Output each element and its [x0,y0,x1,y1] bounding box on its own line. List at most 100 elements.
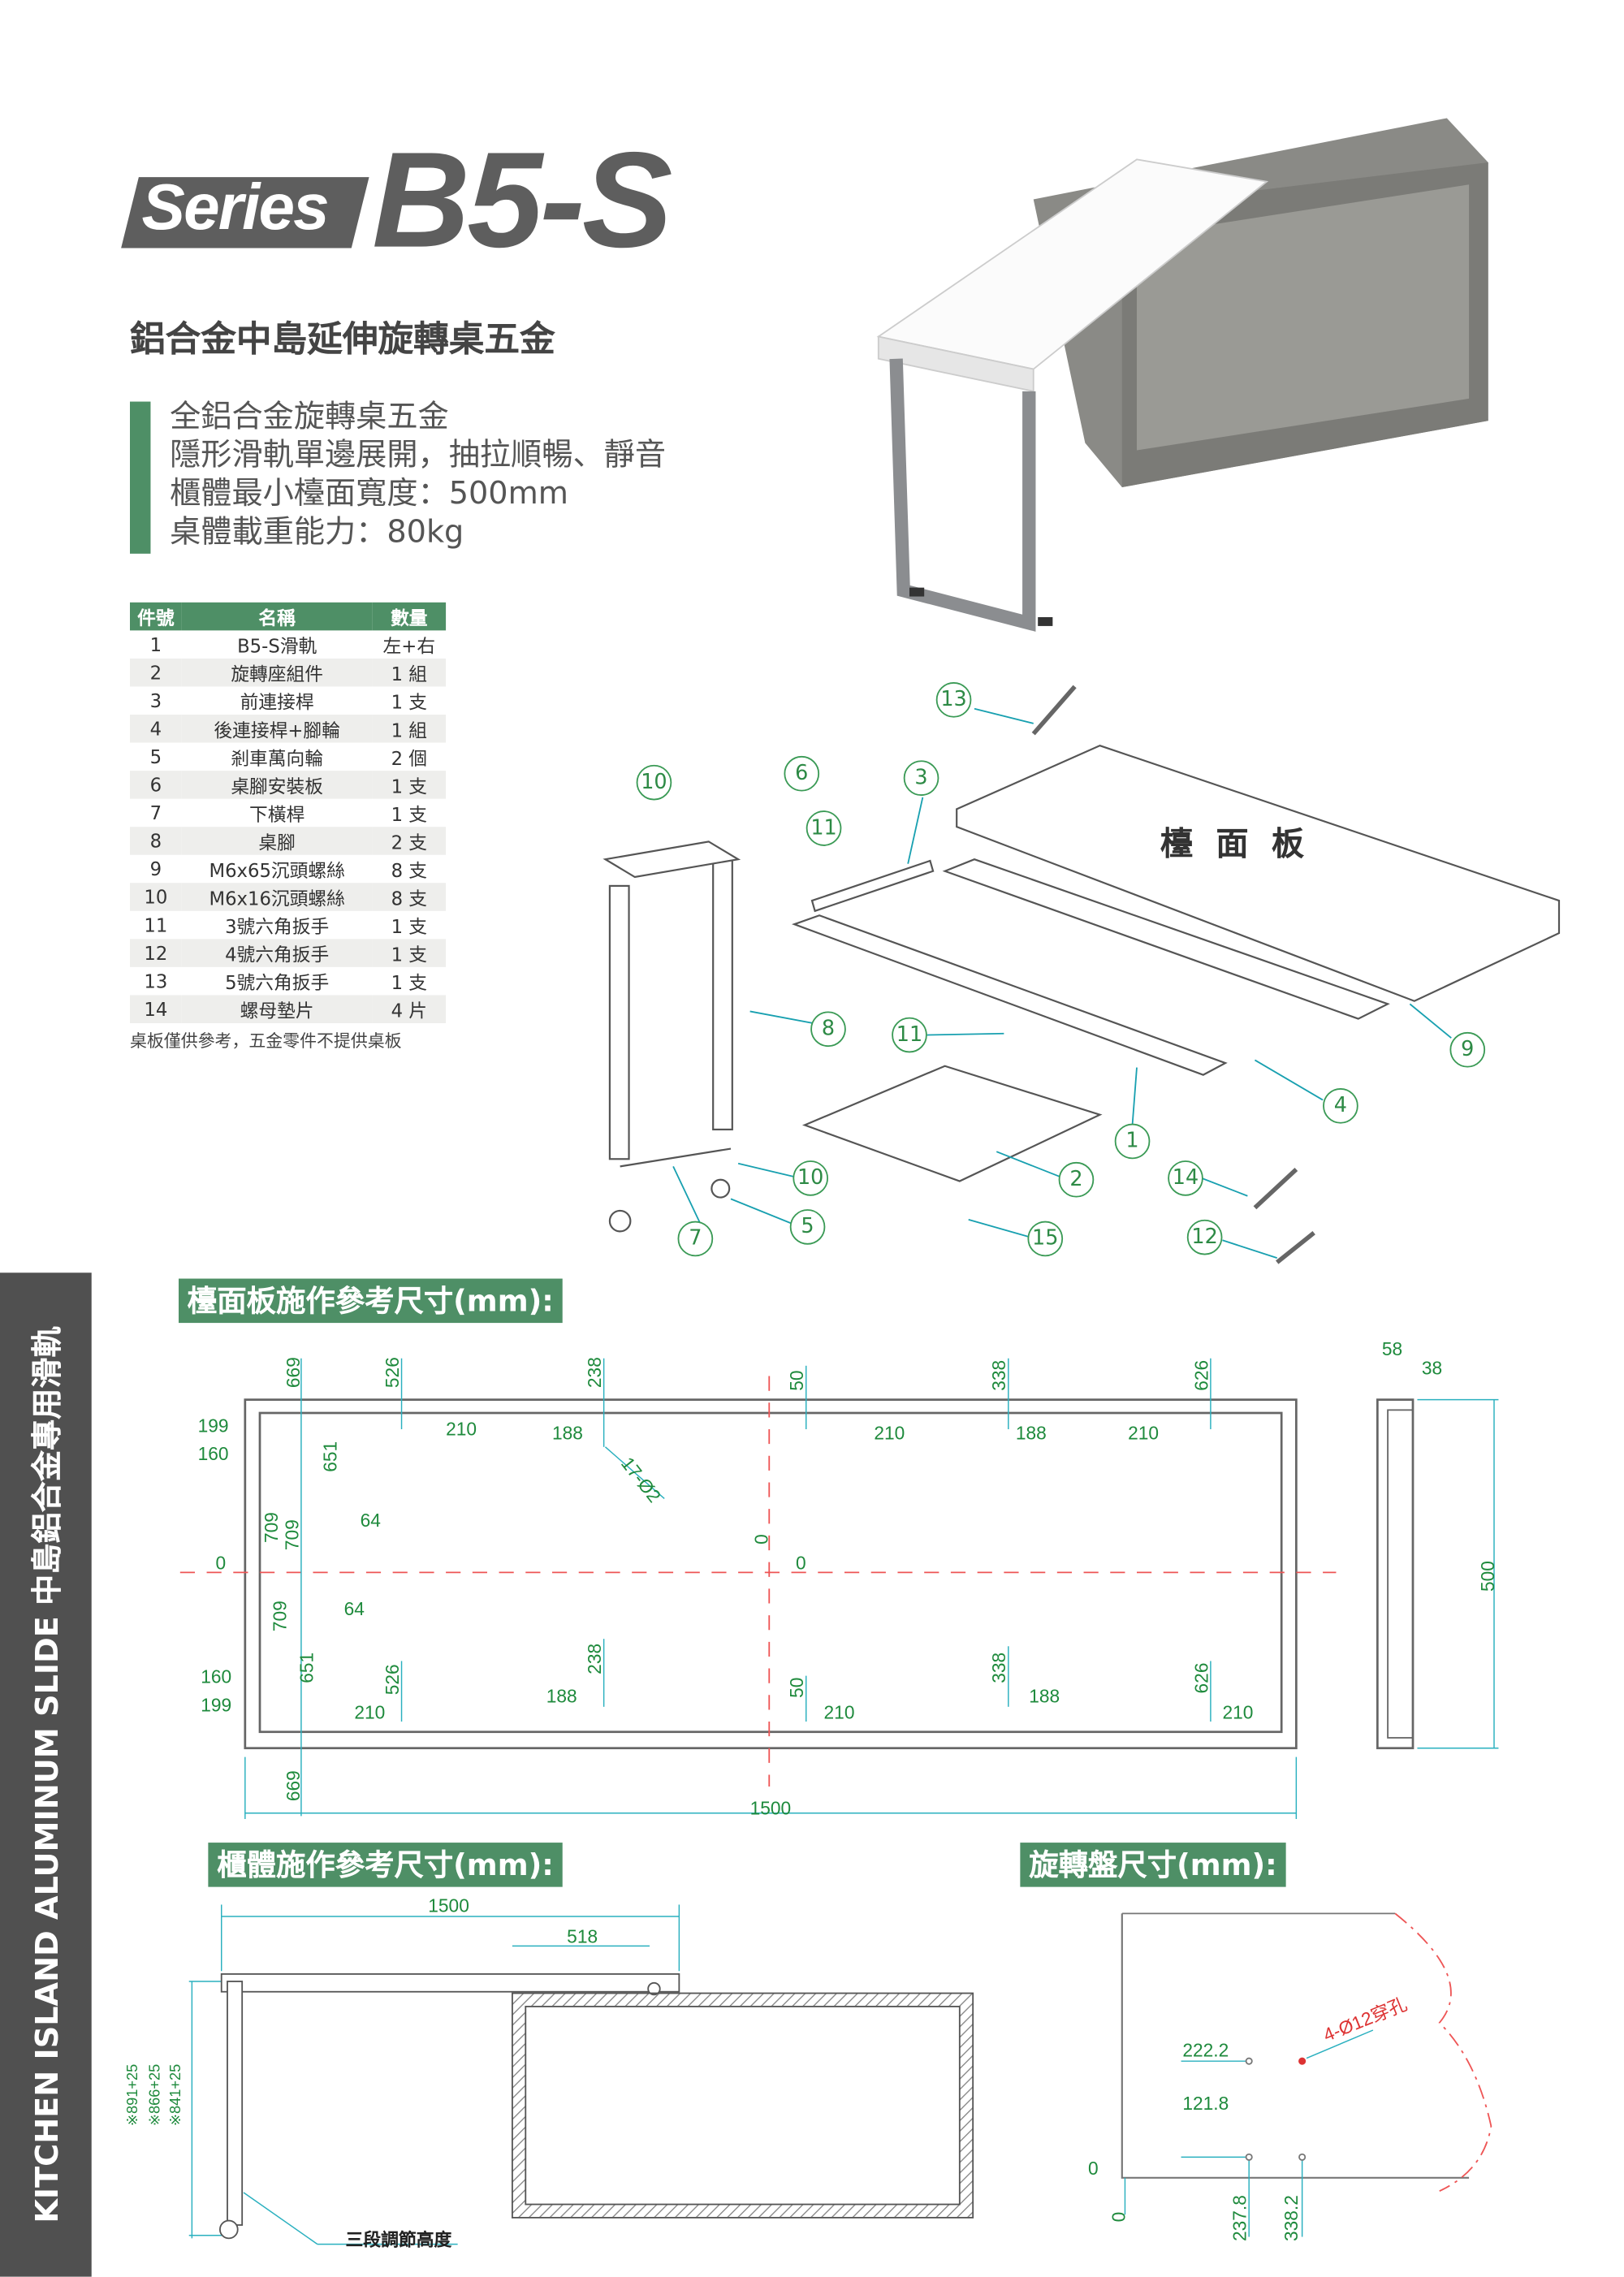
col-header: 件號 [129,602,182,631]
dim-label: 0 [795,1553,806,1575]
part-name: 5號六角扳手 [225,971,330,994]
part-qty: 1 組 [372,658,447,687]
part-callout: 11 [892,1017,927,1053]
part-qty: 8 支 [391,859,428,882]
feature-line: 櫃體最小檯面寬度：500mm [170,475,568,512]
part-name: 3號六角扳手 [225,915,330,938]
dim-label: 222.2 [1182,2040,1229,2062]
part-qty: 8 支 [372,883,447,911]
part-callout: 9 [1449,1031,1486,1068]
part-qty: 1 支 [372,771,447,799]
model-title: B5-S [372,125,672,276]
part-callout: 8 [810,1011,846,1048]
dim-label: 210 [1128,1423,1160,1445]
part-name: 前連接桿 [240,690,314,714]
feature-accent-bar [129,401,151,554]
parts-note: 桌板僅供參考，五金零件不提供桌板 [129,1030,402,1052]
dim-label: 188 [546,1686,577,1707]
tabletop-section-title: 檯面板施作參考尺寸(mm): [178,1278,563,1324]
dim-label: 64 [343,1599,365,1620]
part-number: 3 [149,689,162,712]
dim-label: 518 [567,1926,598,1948]
part-callout: 7 [677,1221,714,1257]
part-name: 桌腳 [181,827,373,855]
dim-label: 210 [446,1419,477,1440]
part-qty: 2 個 [391,746,428,770]
part-callout: 1 [1114,1123,1151,1160]
part-qty: 1 支 [372,939,447,967]
dim-label: 1500 [749,1798,792,1819]
dim-label: 199 [201,1695,232,1716]
part-name: 下橫桿 [249,803,305,826]
dim-label: 121.8 [1182,2093,1229,2115]
part-name: 後連接桿+腳輪 [181,714,373,743]
table-row: 7 下橫桿 1 支 [130,799,446,827]
table-row: 5 剎車萬向輪 2 個 [130,743,446,771]
dim-label: 188 [551,1423,583,1445]
part-callout: 10 [793,1160,828,1196]
part-name: 桌腳安裝板 [181,771,373,799]
part-callout: 15 [1027,1221,1064,1257]
dim-label: 64 [360,1510,381,1532]
part-number: 2 [129,658,182,687]
part-number: 9 [149,858,162,880]
dim-label: 0 [1108,2211,1129,2223]
part-qty: 1 支 [391,803,428,826]
dim-label: 210 [823,1702,855,1723]
part-number: 8 [129,827,182,855]
dim-label: 338.2 [1281,2195,1302,2241]
dim-label: 58 [1381,1339,1403,1360]
part-qty: 2 支 [372,827,447,855]
part-callout: 13 [935,681,972,718]
part-number: 1 [149,633,162,656]
dim-label: 199 [197,1415,229,1437]
dim-label: 188 [1029,1686,1060,1707]
part-qty: 1 組 [372,714,447,743]
feature-line: 隱形滑軌單邊展開，抽拉順暢、靜音 [170,437,666,473]
dim-label: 210 [874,1423,905,1445]
dim-label: 210 [354,1702,386,1723]
part-callout: 14 [1168,1160,1203,1196]
dim-label: 0 [215,1553,227,1575]
dim-label: 160 [197,1444,229,1465]
table-row: 9 M6x65沉頭螺絲 8 支 [130,855,446,884]
part-name: B5-S滑軌 [237,634,317,658]
table-row: 11 3號六角扳手 1 支 [130,911,446,940]
dim-label: 237.8 [1229,2195,1250,2241]
part-number: 4 [129,714,182,743]
part-callout: 12 [1186,1219,1223,1255]
part-qty: 1 支 [391,971,428,994]
part-number: 11 [144,914,168,936]
part-number: 7 [149,801,162,824]
part-callout: 4 [1323,1087,1358,1124]
part-name: M6x65沉頭螺絲 [209,859,345,882]
rotary-section-title: 旋轉盤尺寸(mm): [1020,1843,1286,1887]
part-name: 旋轉座組件 [181,658,373,687]
part-number: 12 [129,939,182,967]
part-number: 5 [149,745,162,768]
feature-line: 全鋁合金旋轉桌五金 [170,398,449,434]
part-qty: 1 支 [391,915,428,938]
col-header: 數量 [372,602,447,631]
part-name: 4號六角扳手 [181,939,373,967]
feature-line: 桌體載重能力：80kg [170,513,464,550]
part-callout: 5 [789,1209,826,1245]
part-number: 6 [129,771,182,799]
dim-label: 38 [1421,1358,1443,1380]
part-callout: 6 [784,755,820,792]
dim-label: 210 [1222,1702,1254,1723]
part-name: 剎車萬向輪 [231,746,323,770]
